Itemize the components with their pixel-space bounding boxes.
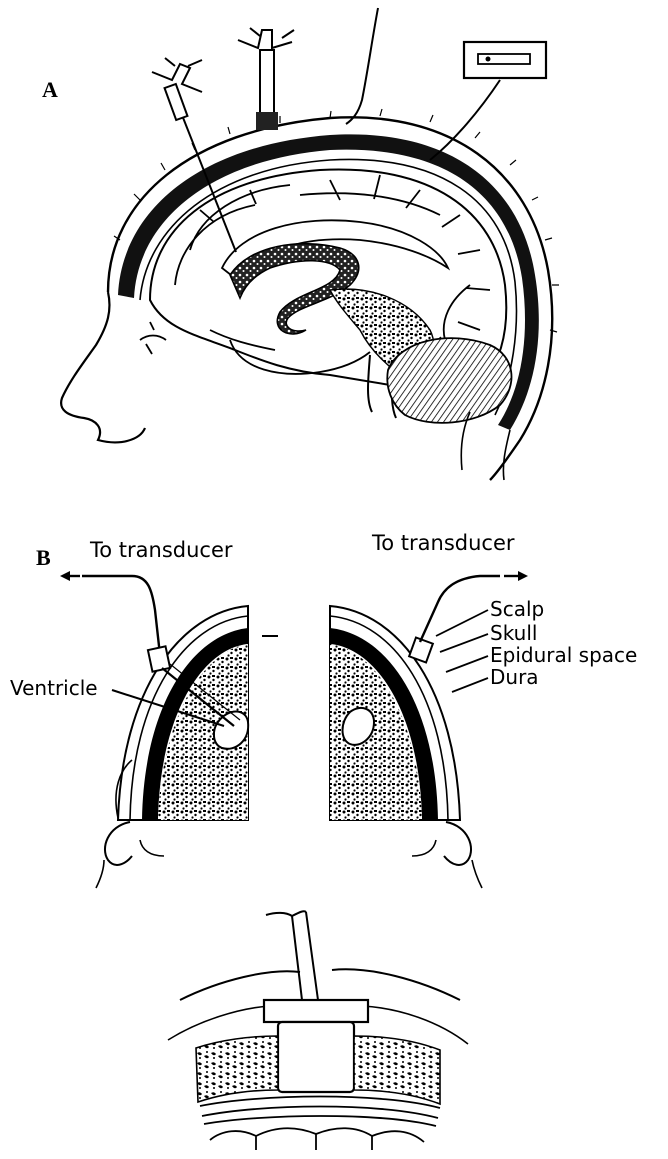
dura-layers (200, 1097, 440, 1127)
ventricle-label: Ventricle (10, 676, 98, 700)
bolt-body (278, 1022, 354, 1092)
eye (140, 322, 166, 354)
layer-label-dura: Dura (490, 665, 539, 689)
panel-a-letter: A (42, 77, 58, 102)
cerebellum (387, 338, 511, 423)
left-arrow (60, 571, 70, 581)
left-transducer-label: To transducer (89, 538, 233, 562)
scalp-curve (180, 969, 460, 1000)
layer-label-skull: Skull (490, 621, 537, 645)
right-neck-line (472, 860, 482, 888)
right-arrow (518, 571, 528, 581)
skull-bone-left (196, 1036, 278, 1102)
right-hemisphere-section (330, 606, 471, 865)
right-transducer-label: To transducer (371, 531, 515, 555)
bolt-cap (264, 1000, 368, 1022)
layer-label-scalp: Scalp (490, 597, 544, 621)
panel-b: B To transducer To transducer Ventricle (10, 531, 637, 888)
brain-surface (210, 1128, 424, 1150)
layer-leaders (436, 610, 488, 692)
left-neck-line (96, 860, 104, 888)
left-tubing (82, 576, 160, 655)
face-profile (61, 292, 145, 442)
left-hemisphere-section (105, 606, 248, 865)
panel-b-letter: B (36, 545, 51, 570)
bolt-cross-section (168, 911, 468, 1150)
panel-a: A (42, 8, 559, 480)
fiberoptic-lead (430, 80, 500, 160)
monitor-indicator (486, 57, 491, 62)
bolt-tube (266, 912, 318, 1000)
epidural-sensor-lead (346, 8, 378, 124)
skull-bone-right (354, 1036, 440, 1104)
subarachnoid-bolt-needle (238, 28, 294, 130)
layer-label-epidural-space: Epidural space (490, 643, 637, 667)
